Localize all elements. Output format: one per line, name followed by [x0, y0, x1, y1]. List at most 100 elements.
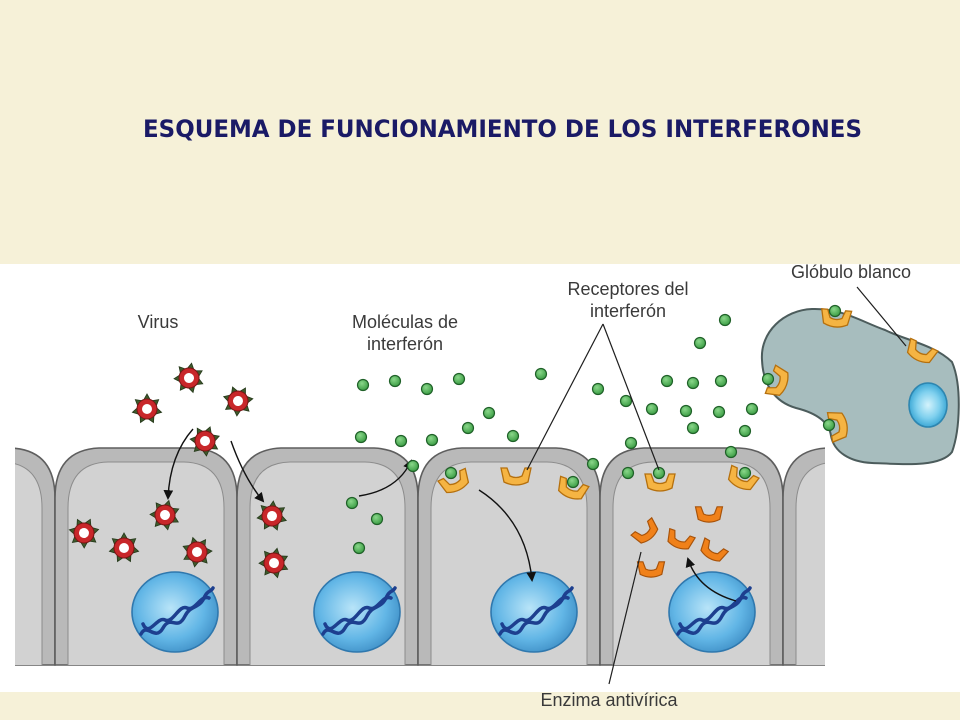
virus-entry-arrow: [163, 428, 194, 500]
interferon-receptor: [727, 464, 760, 491]
cell-nuclei: [131, 571, 756, 653]
interferon-molecule: [482, 406, 496, 420]
virus-core: [233, 396, 243, 406]
virus-core: [119, 543, 129, 553]
interferon-molecule: [566, 475, 580, 489]
interferon-receptor: [500, 467, 532, 486]
interferon-molecule: [712, 405, 726, 419]
virus-core: [160, 510, 170, 520]
interferon-molecule: [425, 433, 439, 447]
nucleus: [131, 571, 219, 653]
interferon-molecule: [718, 313, 732, 327]
nucleus-envelope: [490, 571, 578, 653]
interferon-molecules-label-line-2: interferón: [367, 334, 443, 354]
interferon-molecule: [534, 367, 548, 381]
antiviral-enzyme: [636, 561, 666, 578]
interferon-molecule: [738, 466, 752, 480]
interferon-receptor: [644, 473, 676, 492]
slide-title: ESQUEMA DE FUNCIONAMIENTO DE LOS INTERFE…: [143, 115, 862, 143]
interferon-molecule: [714, 374, 728, 388]
interferon-molecule: [506, 429, 520, 443]
interferon-molecule: [370, 512, 384, 526]
interferon-receptors-label-line-2: interferón: [590, 301, 666, 321]
dna-strand: [139, 586, 215, 636]
interferon-receptor: [764, 364, 789, 397]
process-arrows: [163, 428, 737, 602]
interferon-molecule: [586, 457, 600, 471]
interferon-molecule: [761, 372, 775, 386]
antiviral-enzyme: [700, 537, 730, 562]
dna-strand: [676, 586, 752, 636]
virus-particle: [68, 518, 100, 549]
slide-background-top: [0, 0, 960, 264]
interferon-molecule: [394, 434, 408, 448]
virus-particle: [149, 499, 180, 531]
interferon-molecule: [452, 372, 466, 386]
interferon-molecule: [619, 394, 633, 408]
interferon-molecule: [345, 496, 359, 510]
nucleus: [668, 571, 756, 653]
white-blood-cell-leader-line: [856, 286, 907, 347]
interferon-molecule: [738, 424, 752, 438]
virus-core: [200, 436, 210, 446]
antiviral-enzyme-leader-line: [608, 551, 642, 685]
virus-core: [184, 373, 194, 383]
cell-cytoplasm: [15, 463, 43, 665]
virus-particle: [256, 500, 288, 531]
interferon-receptor: [437, 467, 470, 494]
signal-to-nucleus-arrow: [478, 489, 537, 582]
enzyme-production-arrow: [685, 557, 737, 602]
white-blood-cell-label: Glóbulo blanco: [791, 262, 911, 282]
epithelial-cell: [15, 447, 56, 666]
receptor-leader-line: [602, 323, 660, 471]
interferon-molecule: [352, 541, 366, 555]
nucleus-envelope: [313, 571, 401, 653]
nucleus-envelope: [131, 571, 219, 653]
antiviral-enzyme: [694, 506, 724, 523]
interferon-molecule: [822, 418, 836, 432]
interferon-molecule: [679, 404, 693, 418]
interferon-receptors-label-line-1: Receptores del: [567, 279, 688, 299]
virus-particle: [108, 532, 140, 563]
dna-strand: [500, 595, 570, 631]
cell-cytoplasm: [795, 462, 825, 665]
interferon-molecule: [420, 382, 434, 396]
virus-label: Virus: [138, 312, 179, 332]
receptor-leader-line: [526, 323, 604, 471]
interferon-molecule: [621, 466, 635, 480]
dna-strand: [141, 595, 211, 631]
interferon-molecule: [388, 374, 402, 388]
interferon-molecule: [461, 421, 475, 435]
nucleus: [313, 571, 401, 653]
nucleus-envelope: [668, 571, 756, 653]
white-blood-cell-nucleus: [908, 382, 948, 428]
interferon-molecule: [724, 445, 738, 459]
antiviral-enzyme: [630, 516, 659, 544]
virus-core: [269, 558, 279, 568]
interferon-molecule: [745, 402, 759, 416]
dna-strand: [321, 586, 397, 636]
virus-particle: [189, 426, 220, 457]
virus-particle: [258, 547, 289, 579]
interferon-molecules-label-line-1: Moléculas de: [352, 312, 458, 332]
interferon-receptor: [821, 308, 853, 328]
dna-strand: [678, 595, 748, 631]
dna-strand: [323, 595, 393, 631]
virus-particles: [68, 362, 289, 579]
interferon-molecules: [345, 304, 842, 555]
virus-core: [79, 528, 89, 538]
virus-particle: [182, 536, 213, 568]
virus-particle: [173, 362, 204, 394]
interferon-receptor: [557, 475, 590, 500]
interferon-molecule: [828, 304, 842, 318]
interferon-receptor: [906, 337, 939, 364]
interferon-molecule: [652, 466, 666, 480]
interferon-molecule: [591, 382, 605, 396]
dna-strand: [498, 586, 574, 636]
interferon-molecule: [645, 402, 659, 416]
virus-core: [192, 547, 202, 557]
interferon-molecule: [686, 376, 700, 390]
antiviral-enzyme-label: Enzima antivírica: [540, 690, 678, 710]
virus-entry-arrow: [230, 440, 265, 503]
